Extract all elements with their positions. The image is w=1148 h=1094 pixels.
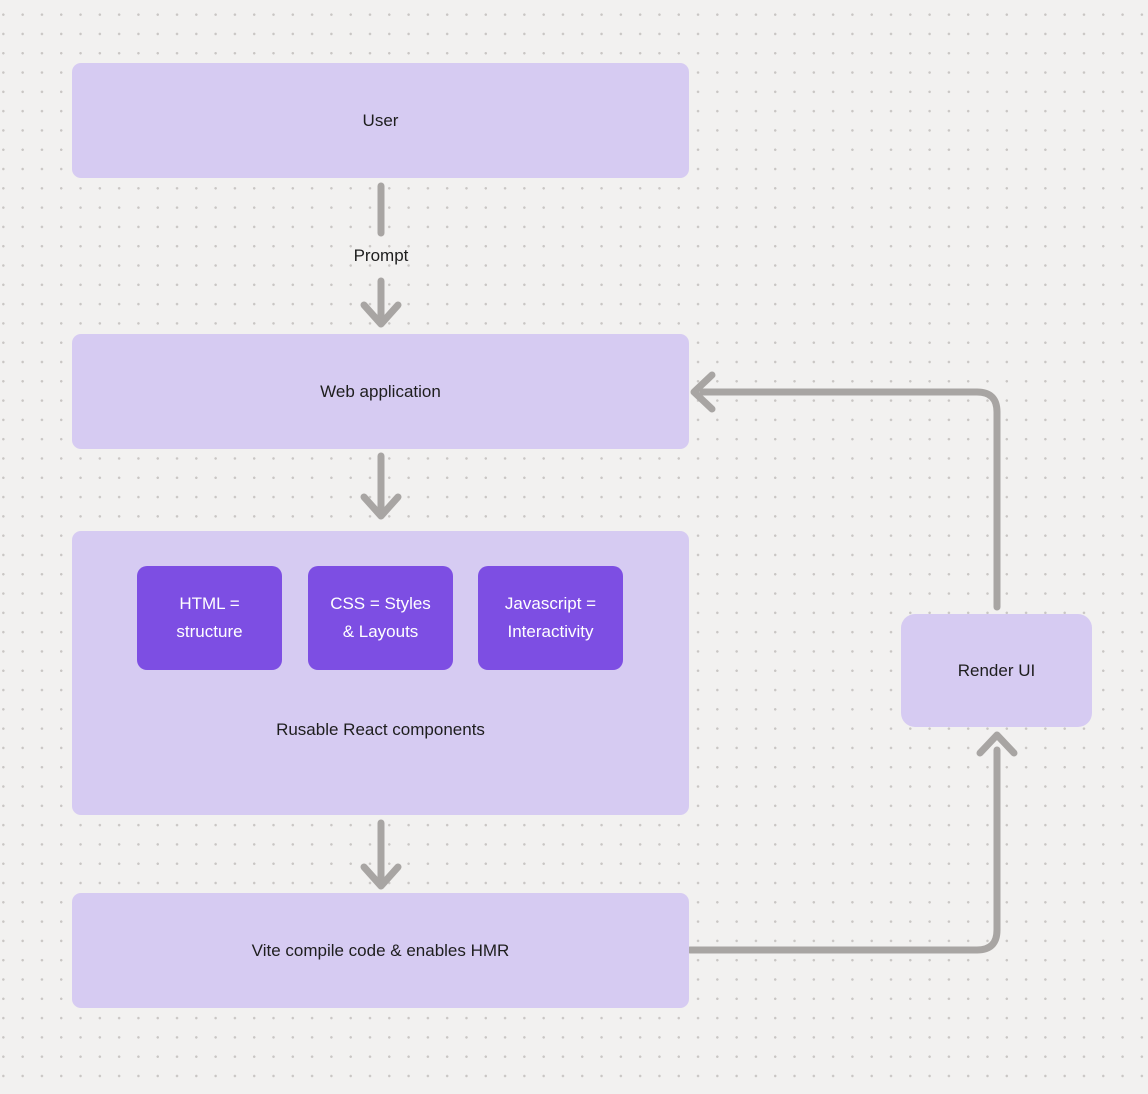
connector-vite-to-renderui (686, 731, 1018, 954)
arrowhead-down-icon (360, 493, 402, 520)
arrowhead-left-icon (690, 371, 716, 413)
node-render-ui[interactable]: Render UI (901, 614, 1092, 727)
node-web-application-label: Web application (320, 381, 441, 401)
arrowhead-down-icon (360, 301, 402, 328)
connector-components-to-vite (360, 819, 402, 890)
component-javascript-line1: Javascript = (504, 594, 597, 613)
component-html-line1: HTML = (179, 594, 240, 613)
node-vite-label: Vite compile code & enables HMR (251, 940, 510, 960)
component-javascript-line2: Interactivity (507, 622, 594, 641)
arrowhead-up-icon (976, 731, 1018, 757)
connector-renderui-to-webapp (690, 371, 1001, 611)
node-vite[interactable]: Vite compile code & enables HMR (72, 893, 689, 1008)
connector-prompt-to-webapp (360, 277, 402, 328)
node-component-css[interactable]: CSS = Styles & Layouts (308, 566, 453, 670)
arrowhead-down-icon (360, 863, 402, 890)
node-component-javascript[interactable]: Javascript = Interactivity (478, 566, 623, 670)
edge-label-prompt: Prompt (353, 246, 409, 265)
connector-webapp-to-components (360, 452, 402, 520)
component-css-line2: & Layouts (342, 622, 419, 641)
component-html-line2: structure (176, 622, 243, 641)
node-render-ui-label: Render UI (957, 660, 1036, 680)
node-user-label: User (362, 110, 399, 130)
components-group-label: Rusable React components (276, 720, 485, 739)
node-user[interactable]: User (72, 63, 689, 178)
node-component-html[interactable]: HTML = structure (137, 566, 282, 670)
component-css-line1: CSS = Styles (330, 594, 431, 613)
node-web-application[interactable]: Web application (72, 334, 689, 449)
